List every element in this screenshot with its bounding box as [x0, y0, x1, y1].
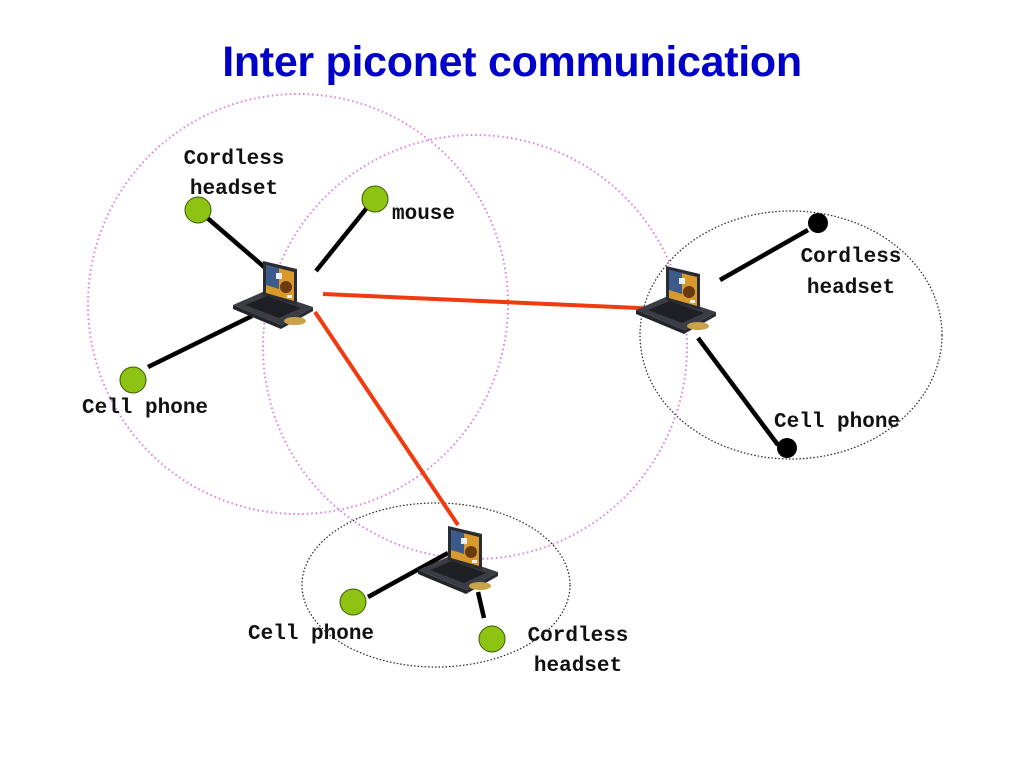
inter-link-left-right: [322, 292, 661, 311]
slide-title: Inter piconet communication: [222, 38, 802, 86]
label-bottom-phone: Cell phone: [248, 623, 374, 646]
device-left-mouse[interactable]: [361, 185, 389, 213]
link-right-headset: [718, 228, 810, 282]
device-right-phone[interactable]: [777, 438, 797, 458]
label-left-phone: Cell phone: [82, 397, 208, 420]
inter-link-left-bottom: [313, 310, 460, 527]
link-bottom-phone: [366, 551, 450, 599]
link-left-phone: [147, 313, 253, 370]
laptop-right-icon[interactable]: [636, 266, 716, 334]
label-bottom-headset-line1: Cordless: [528, 625, 629, 648]
device-left-phone[interactable]: [119, 366, 147, 394]
link-left-headset: [196, 208, 272, 274]
piconet-boundary-bottom: [301, 502, 571, 668]
label-bottom-headset-line2: headset: [534, 655, 622, 678]
laptop-bottom-icon[interactable]: [418, 526, 498, 594]
device-bottom-phone[interactable]: [339, 588, 367, 616]
piconet-boundary-right: [639, 210, 943, 460]
label-right-headset-line2: headset: [807, 277, 895, 300]
device-bottom-headset[interactable]: [478, 625, 506, 653]
label-left-mouse: mouse: [392, 203, 455, 226]
label-right-phone: Cell phone: [774, 411, 900, 434]
link-right-phone: [696, 336, 780, 447]
link-bottom-headset: [475, 591, 487, 619]
label-left-headset-line1: Cordless: [184, 148, 285, 171]
device-left-headset[interactable]: [184, 196, 212, 224]
label-left-headset-line2: headset: [190, 178, 278, 201]
link-left-mouse: [314, 197, 376, 273]
device-right-headset[interactable]: [808, 213, 828, 233]
label-right-headset-line1: Cordless: [801, 246, 902, 269]
range-circle-center: [262, 134, 688, 560]
